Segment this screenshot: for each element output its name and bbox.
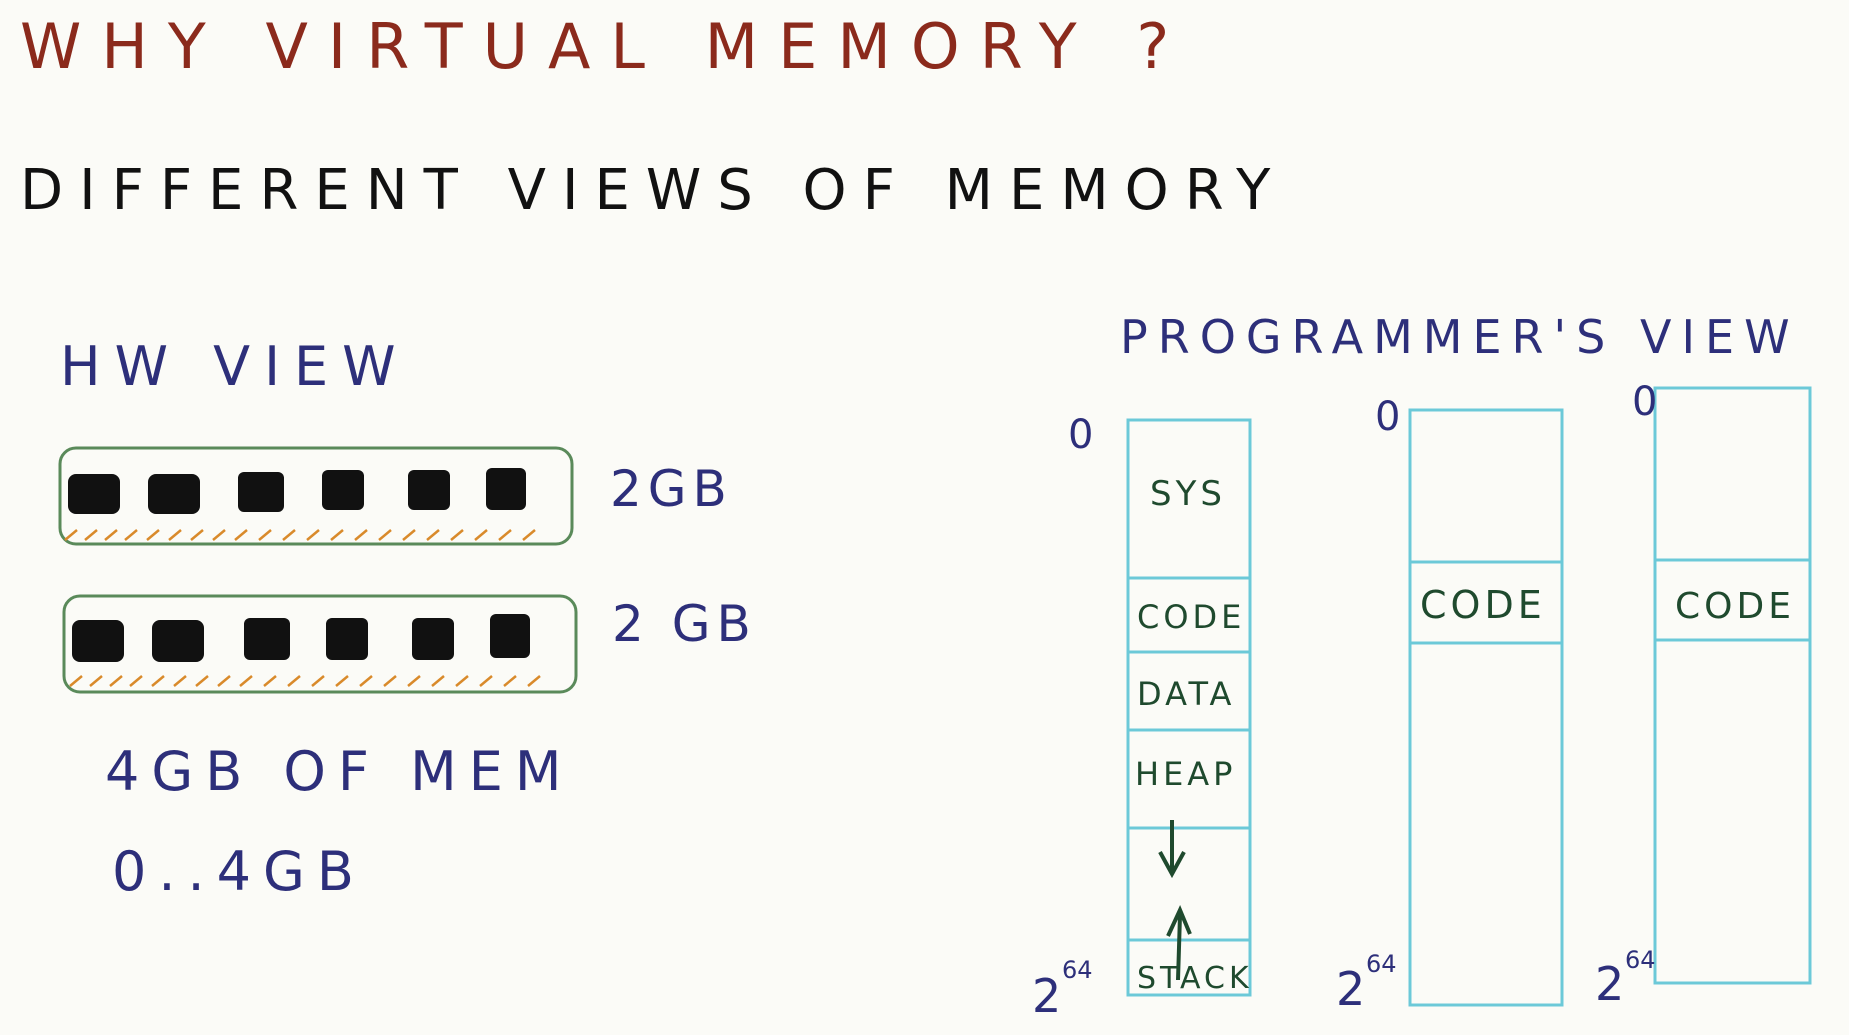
column-1-bottom-address-exponent: 64 [1062,956,1093,984]
column-2-top-address: 0 [1375,394,1400,440]
programmer-view-heading: PROGRAMMER'S VIEW [1120,310,1800,364]
column-3-bottom-address-exponent: 64 [1625,946,1656,974]
heap-growth-arrow-icon [1158,820,1186,879]
memory-chip [238,472,284,512]
segment-data-label: DATA [1137,675,1235,713]
memory-chip [326,618,368,660]
segment-code-label: CODE [1137,598,1245,636]
page-title: WHY VIRTUAL MEMORY ? [20,10,1190,83]
segment-code-label: CODE [1675,586,1795,627]
memory-chip [148,474,200,514]
module-pins [69,675,541,687]
page-subtitle: DIFFERENT VIEWS OF MEMORY [20,158,1287,223]
hw-view-heading: HW VIEW [60,335,410,398]
memory-chip [244,618,290,660]
column-3-top-address: 0 [1632,379,1657,425]
memory-chip [152,620,204,662]
column-2-bottom-address-exponent: 64 [1366,950,1397,978]
total-memory-label: 4GB OF MEM [105,740,574,803]
stack-growth-arrow-icon [1166,905,1192,981]
column-3-bottom-address-base: 2 [1595,957,1624,1011]
memory-chip [412,618,454,660]
memory-module-2 [62,594,578,694]
segment-code-label: CODE [1420,583,1546,627]
segment-stack-label: STACK [1137,961,1253,996]
memory-chip [486,468,526,510]
address-space-column-2: CODE 0 2 64 [1336,394,1564,1016]
module-1-size-label: 2GB [610,460,733,518]
column-2-bottom-address-base: 2 [1336,962,1365,1016]
address-space-column-3: CODE 0 2 64 [1595,379,1812,1011]
segment-heap-label: HEAP [1135,755,1236,793]
memory-chip [408,470,450,510]
memory-module-1 [58,446,574,546]
memory-chip [322,470,364,510]
memory-chip [72,620,124,662]
memory-chip [490,614,530,658]
address-range-label: 0..4GB [112,840,366,903]
column-1-top-address: 0 [1068,412,1093,458]
column-1-bottom-address-base: 2 [1032,969,1061,1023]
memory-chip [68,474,120,514]
address-space-column-1: SYS CODE DATA HEAP STACK 0 2 64 [1032,412,1253,1023]
module-pins [64,529,536,541]
segment-sys-label: SYS [1150,474,1226,514]
module-2-size-label: 2 GB [612,595,757,653]
